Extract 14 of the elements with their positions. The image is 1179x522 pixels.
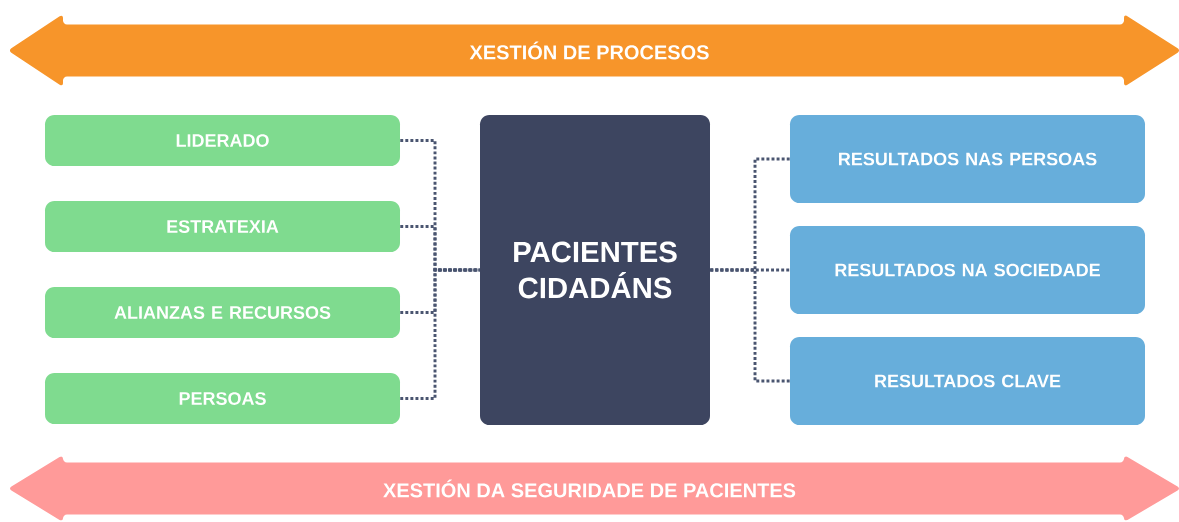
connector (400, 268, 480, 400)
connector (400, 268, 480, 314)
process-box: RESULTADOS NA SOCIEDADE (790, 226, 1145, 314)
double-arrow-band: XESTIÓN DE PROCESOS (9, 15, 1179, 86)
process-box: PERSOAS (45, 373, 400, 424)
process-box: RESULTADOS NAS PERSOAS (790, 115, 1145, 203)
connector (710, 268, 790, 383)
process-box: LIDERADO (45, 115, 400, 166)
process-box: ALIANZAS E RECURSOS (45, 287, 400, 338)
center-box: PACIENTES CIDADÁNS (480, 115, 710, 425)
connector (400, 225, 480, 272)
double-arrow-band: XESTIÓN DA SEGURIDADE DE PACIENTES (10, 456, 1179, 521)
process-box: RESULTADOS CLAVE (790, 337, 1145, 425)
process-box: ESTRATEXIA (45, 201, 400, 252)
